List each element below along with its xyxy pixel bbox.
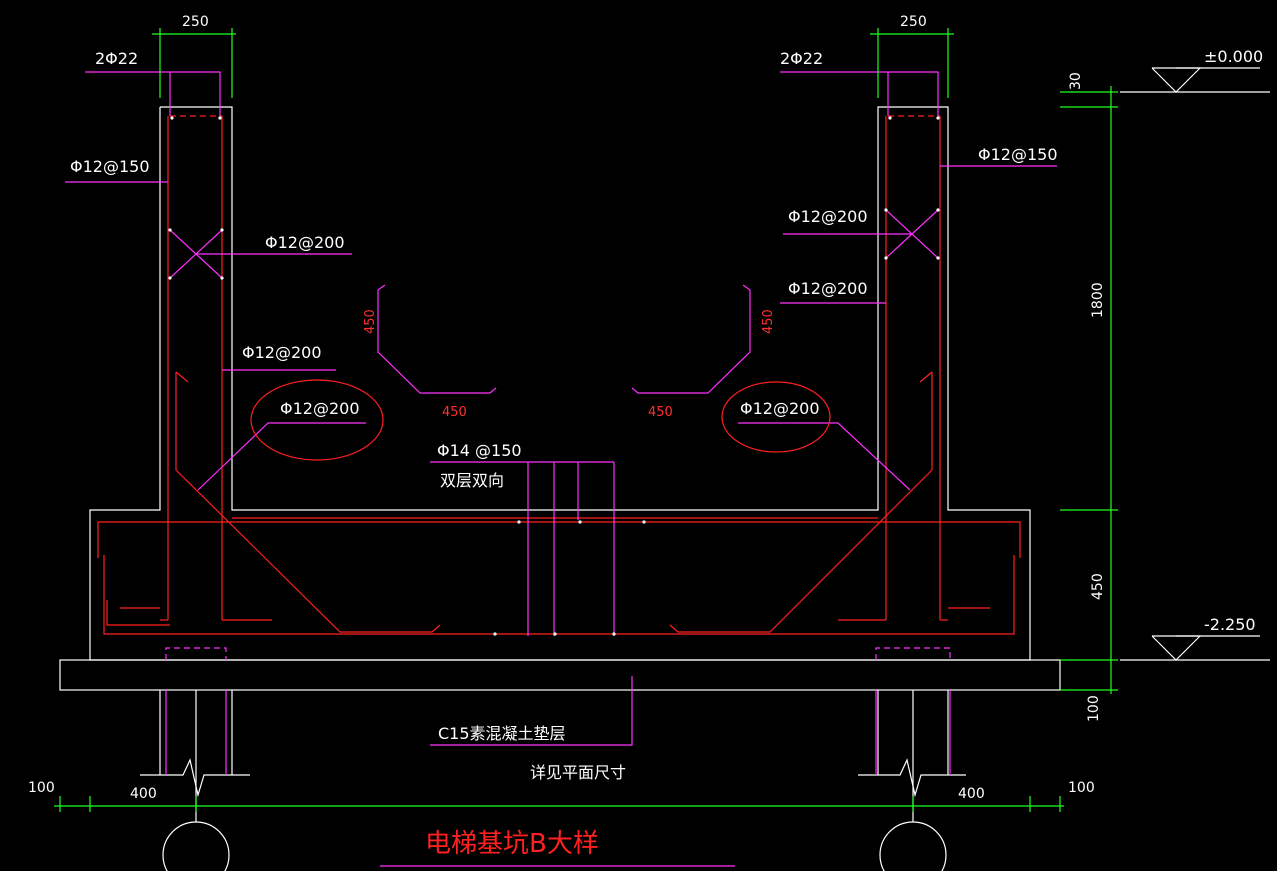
rebar-slab-note: 双层双向 (440, 471, 504, 490)
dim-haunch-left-h: 450 (442, 405, 467, 420)
highlight-ellipse-right (721, 381, 831, 453)
dim-top-left-width: 250 (182, 14, 209, 30)
dimension-text: 250 250 30 1800 450 100 100 400 400 100 … (28, 14, 1106, 802)
rebar-right-diag: Φ12@200 (740, 399, 820, 418)
drawing-title: 电梯基坑B大样 (425, 829, 599, 859)
dim-haunch-right-h: 450 (648, 405, 673, 420)
rebar-slab: Φ14 @150 (437, 441, 522, 460)
rebar-left-wall-tie: Φ12@200 (265, 233, 345, 252)
rebar-left-wall-inner: Φ12@200 (242, 343, 322, 362)
dim-top-right-width: 250 (900, 14, 927, 30)
leader-lines (65, 71, 1057, 867)
level-bottom: -2.250 (1204, 615, 1256, 634)
dim-bottom-left-edge: 100 (28, 780, 55, 796)
dim-wall-height: 1800 (1090, 282, 1106, 318)
dim-bottom-right-pile: 400 (958, 786, 985, 802)
rebar-labels: 2Φ22 2Φ22 Φ12@150 Φ12@150 Φ12@200 Φ12@20… (70, 49, 1058, 490)
rebar-top-left: 2Φ22 (95, 49, 138, 68)
level-marks (1120, 67, 1270, 661)
rebar-dots (168, 116, 940, 636)
note-plan-ref: 详见平面尺寸 (530, 763, 626, 782)
dim-bottom-left-pile: 400 (130, 786, 157, 802)
dim-cover: 30 (1068, 72, 1084, 90)
rebar-lines (97, 115, 1021, 635)
notes: C15素混凝土垫层 详见平面尺寸 (438, 724, 626, 782)
dim-bed-thickness: 100 (1086, 695, 1102, 722)
level-text: ±0.000 -2.250 (1204, 47, 1263, 634)
rebar-top-right: 2Φ22 (780, 49, 823, 68)
level-top: ±0.000 (1204, 47, 1263, 66)
dim-haunch-left-v: 450 (363, 309, 378, 334)
dimension-lines (54, 28, 1118, 812)
rebar-left-wall-outer: Φ12@150 (70, 157, 150, 176)
note-bedding: C15素混凝土垫层 (438, 724, 566, 743)
dim-bottom-right-edge: 100 (1068, 780, 1095, 796)
rebar-right-wall-outer: Φ12@150 (978, 145, 1058, 164)
rebar-right-wall-inner: Φ12@200 (788, 279, 868, 298)
rebar-left-diag: Φ12@200 (280, 399, 360, 418)
concrete-outline (59, 106, 1061, 871)
dim-slab-thickness: 450 (1090, 573, 1106, 600)
dim-haunch-right-v: 450 (761, 309, 776, 334)
highlight-ellipse-left (250, 379, 384, 461)
rebar-right-wall-tie: Φ12@200 (788, 207, 868, 226)
